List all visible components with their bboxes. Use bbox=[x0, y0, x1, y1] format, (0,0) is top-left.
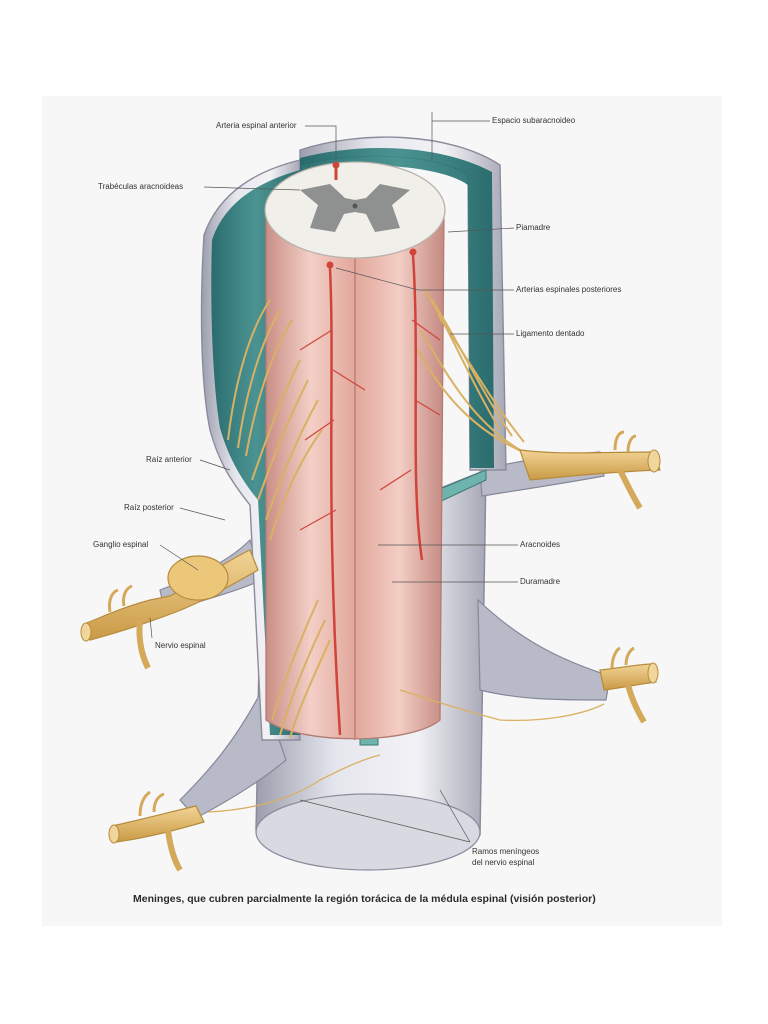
label-ligamento-dentado: Ligamento dentado bbox=[516, 329, 585, 338]
label-nervio-espinal: Nervio espinal bbox=[155, 641, 206, 650]
label-trabeculas-aracnoideas: Trabéculas aracnoideas bbox=[98, 182, 184, 191]
leader-lines bbox=[149, 112, 518, 843]
label-ramos-meningeos-line1: Ramos meníngeos bbox=[472, 847, 540, 856]
label-duramadre: Duramadre bbox=[520, 577, 561, 586]
ramos-meningeos-branch bbox=[399, 689, 605, 721]
label-arterias-espinales-posteriores: Arterias espinales posteriores bbox=[516, 285, 622, 294]
label-arteria-espinal-anterior: Arteria espinal anterior bbox=[216, 121, 297, 130]
nerve-roots bbox=[227, 289, 531, 739]
label-ramos-meningeos-line2: del nervio espinal bbox=[472, 858, 535, 867]
ganglio-espinal-shape bbox=[83, 549, 259, 641]
label-ganglio-espinal: Ganglio espinal bbox=[93, 540, 149, 549]
label-raiz-anterior: Raíz anterior bbox=[146, 455, 192, 464]
spinal-cord bbox=[264, 161, 446, 740]
arteries bbox=[299, 161, 441, 736]
label-piamadre: Piamadre bbox=[516, 223, 551, 232]
figure-caption: Meninges, que cubren parcialmente la reg… bbox=[133, 893, 596, 905]
spinal-nerves bbox=[80, 430, 661, 872]
label-espacio-subaracnoideo: Espacio subaracnoideo bbox=[492, 116, 576, 125]
label-raiz-posterior: Raíz posterior bbox=[124, 503, 174, 512]
label-aracnoides: Aracnoides bbox=[520, 540, 561, 549]
arteria-espinal-anterior-dot bbox=[332, 161, 340, 169]
